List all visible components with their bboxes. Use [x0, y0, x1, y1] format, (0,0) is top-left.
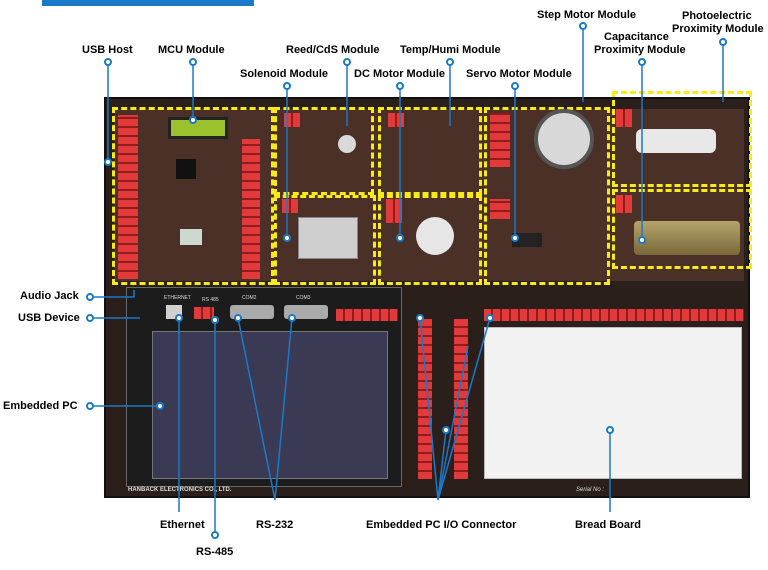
com3-label: COM3: [296, 295, 311, 301]
audio-jack-label: Audio Jack: [20, 290, 79, 302]
rs485-dot: [211, 531, 219, 539]
capacitance-dot: [638, 58, 646, 66]
temp-humi-label: Temp/Humi Module: [400, 44, 501, 56]
capacitance-box: [612, 189, 752, 269]
mcu-chip: [176, 159, 196, 179]
dc-motor-box: [378, 195, 482, 285]
usb-host-dot-end: [104, 158, 112, 166]
dc-motor-dot: [396, 82, 404, 90]
usb-host-pins: [118, 115, 138, 279]
usb-device-label: USB Device: [18, 312, 80, 324]
step-motor-label: Step Motor Module: [537, 9, 636, 21]
ethernet-dot: [175, 314, 183, 322]
photo-pins: [616, 109, 632, 127]
solenoid-device: [298, 217, 358, 259]
rs485-pins: [194, 307, 214, 319]
rs232-dot-2: [288, 314, 296, 322]
photoelectric-label-1: Photoelectric: [682, 10, 752, 22]
audio-jack-dot: [86, 293, 94, 301]
bread-board-label: Bread Board: [575, 519, 642, 531]
solenoid-pins: [282, 199, 298, 213]
usb-host-dot: [104, 58, 112, 66]
dc-motor-dot-end: [396, 234, 404, 242]
step-pins: [490, 113, 510, 167]
mcu-lcd: [168, 117, 228, 139]
servo-motor-dot: [511, 82, 519, 90]
solenoid-dot: [283, 82, 291, 90]
cds-sensor: [338, 135, 356, 153]
reed-cds-label: Reed/CdS Module: [286, 44, 380, 56]
bread-board: [484, 327, 742, 479]
capacitance-label-1: Capacitance: [604, 31, 669, 43]
solenoid-box: [274, 195, 376, 285]
io-dot-1: [416, 314, 424, 322]
step-motor-dot: [579, 22, 587, 30]
servo-device: [512, 233, 542, 247]
step-motor-wheel: [534, 109, 594, 169]
dc-pins: [386, 199, 402, 223]
io-header-top-right: [484, 309, 744, 321]
rs485-dot-top: [211, 316, 219, 324]
dc-motor-label: DC Motor Module: [354, 68, 446, 80]
embedded-io-label: Embedded PC I/O Connector: [366, 519, 517, 531]
embedded-pc-screen: [152, 331, 388, 479]
temp-humi-box: [378, 107, 482, 195]
reed-cds-box: [274, 107, 374, 195]
capacitance-sensor-device: [634, 221, 740, 255]
photoelectric-label-2: Proximity Module: [672, 23, 764, 35]
rs232-label: RS-232: [256, 519, 294, 531]
step-servo-box: [484, 107, 610, 285]
usb-device-dot: [86, 314, 94, 322]
mcu-right-pins: [242, 139, 260, 279]
dc-motor-device: [416, 217, 454, 255]
io-dot-3: [486, 314, 494, 322]
temp-humi-dot: [446, 58, 454, 66]
mcu-module-dot: [189, 58, 197, 66]
io-header-top-left: [336, 309, 398, 321]
io-header-vertical-2: [454, 319, 468, 479]
cap-pins: [616, 195, 632, 213]
reed-pins: [284, 113, 300, 127]
servo-motor-label: Servo Motor Module: [466, 68, 572, 80]
usb-host-label: USB Host: [82, 44, 133, 56]
reed-cds-dot: [343, 58, 351, 66]
capacitance-label-2: Proximity Module: [594, 44, 686, 56]
capacitance-dot-end: [638, 236, 646, 244]
embedded-pc-dot: [86, 402, 94, 410]
io-header-vertical-1: [418, 319, 432, 479]
bread-board-dot: [606, 426, 614, 434]
embedded-pc-label: Embedded PC: [3, 400, 78, 412]
com2-label: COM2: [242, 295, 257, 301]
photo-sensor-device: [636, 129, 716, 153]
rs485-label: RS-485: [196, 546, 234, 558]
servo-pins: [490, 199, 510, 219]
solenoid-label: Solenoid Module: [240, 68, 328, 80]
solenoid-dot-end: [283, 234, 291, 242]
io-dot-2: [442, 426, 450, 434]
rs232-dot-1: [234, 314, 242, 322]
photoelectric-dot: [719, 38, 727, 46]
top-accent-bar: [42, 0, 254, 6]
mcu-module-dot-end: [189, 116, 197, 124]
mcu-chip-2: [180, 229, 202, 245]
photoelectric-box: [612, 91, 752, 187]
vendor-text: HANBACK ELECTRONICS CO., LTD.: [128, 487, 232, 493]
serial-text: Serial No :: [576, 487, 605, 493]
rs485-small-label: RS 485: [202, 297, 219, 303]
embedded-pc-dot-end: [156, 402, 164, 410]
servo-motor-dot-end: [511, 234, 519, 242]
ethernet-label: Ethernet: [160, 519, 205, 531]
ethernet-small-label: ETHERNET: [164, 295, 191, 301]
mcu-module-label: MCU Module: [158, 44, 225, 56]
